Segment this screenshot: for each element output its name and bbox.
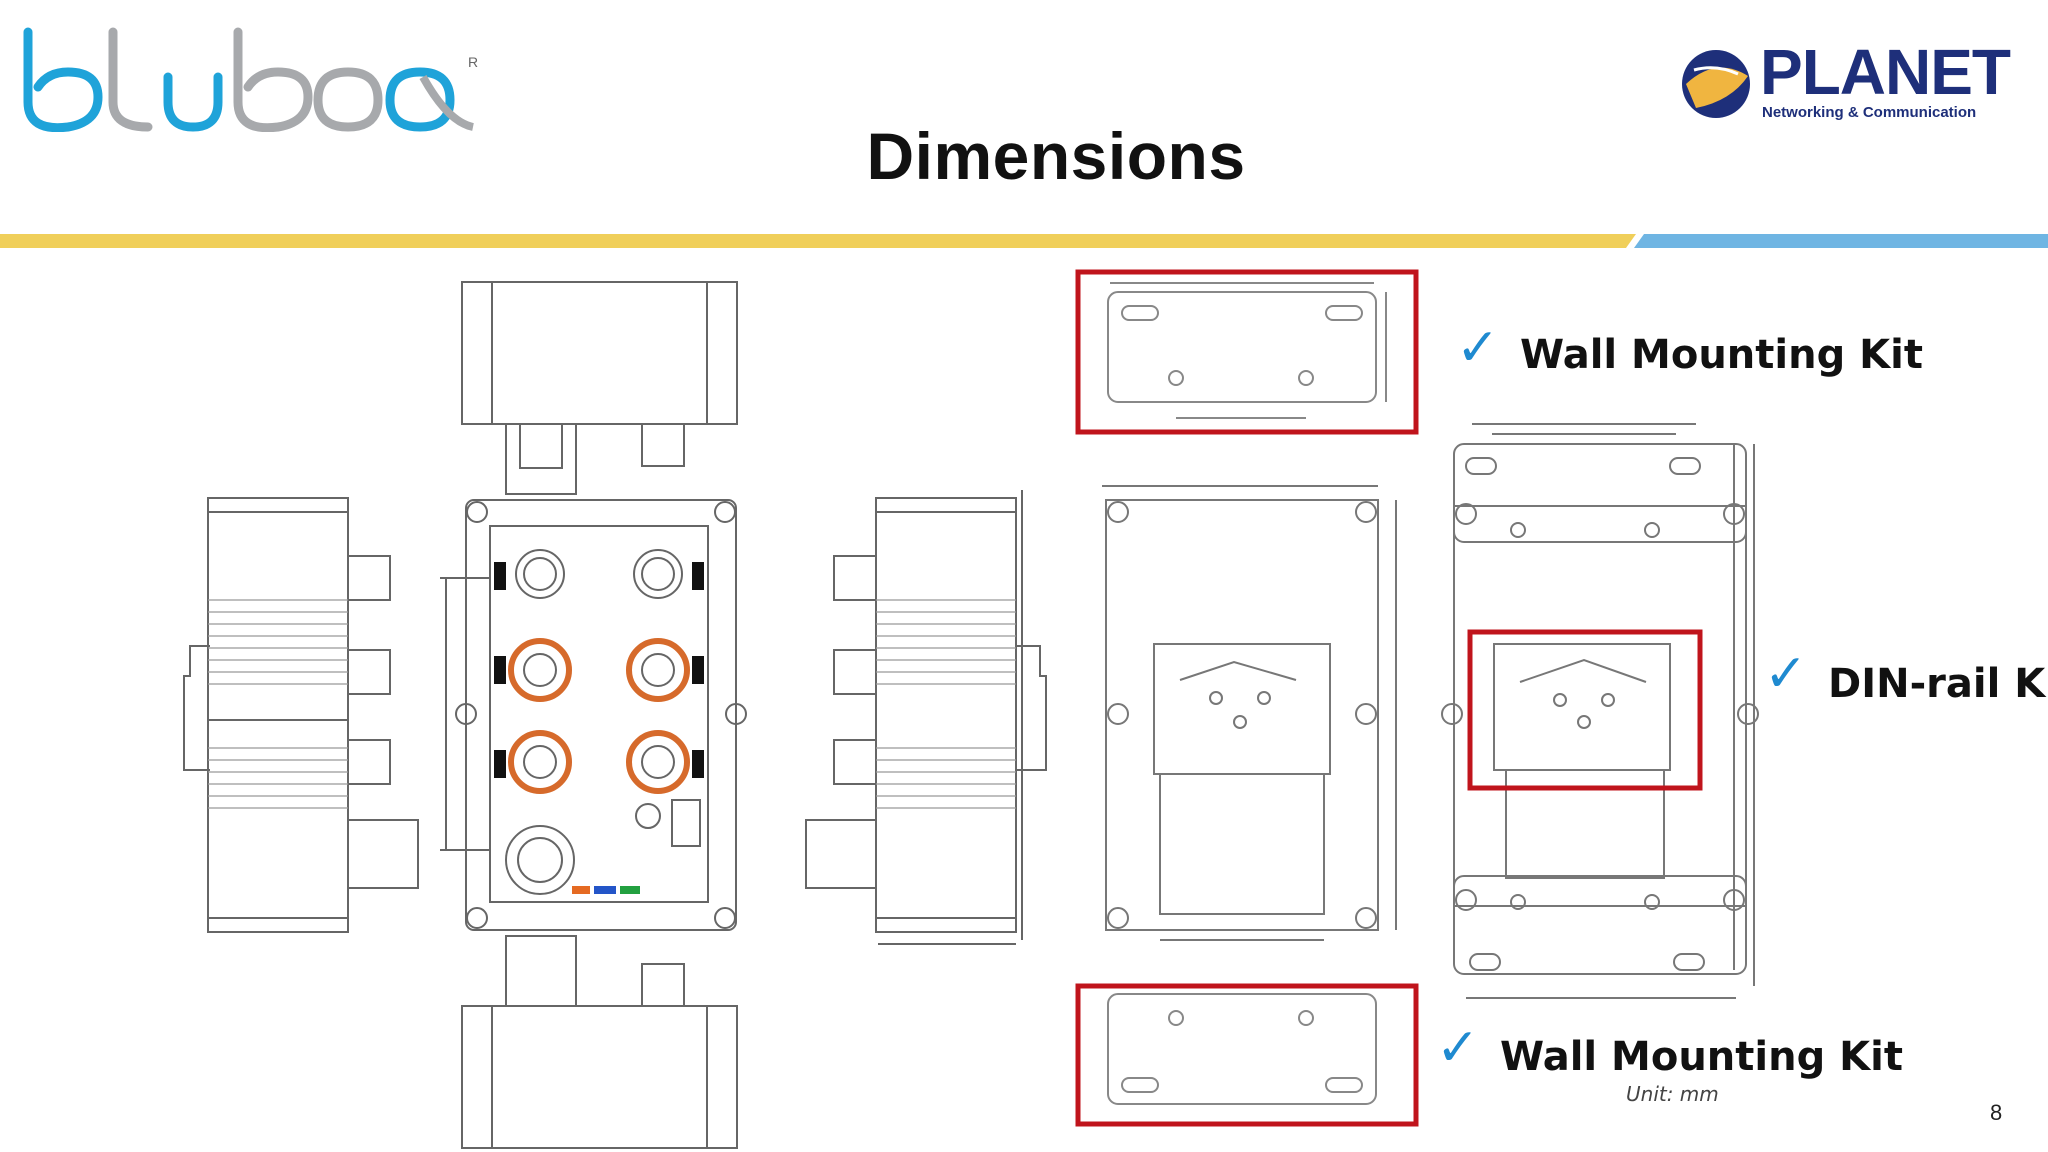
slide-title: Dimensions bbox=[866, 119, 1246, 193]
check-icon: ✓ bbox=[1436, 1018, 1480, 1078]
dimension-drawing bbox=[183, 269, 1759, 1149]
bluboox-logo: R bbox=[23, 27, 478, 132]
unit-note: Unit: mm bbox=[1626, 1082, 1719, 1106]
svg-text:R: R bbox=[468, 54, 478, 70]
planet-logo-text: PLANET bbox=[1760, 36, 2011, 108]
wall-mounting-kit-label-top: Wall Mounting Kit bbox=[1520, 332, 1923, 378]
page-number: 8 bbox=[1990, 1100, 2003, 1125]
check-icon: ✓ bbox=[1764, 644, 1808, 704]
din-rail-kit-label: DIN-rail Kit bbox=[1828, 661, 2048, 707]
check-icon: ✓ bbox=[1456, 318, 1500, 378]
wall-mounting-kit-label-bottom: Wall Mounting Kit bbox=[1500, 1034, 1903, 1080]
accent-band bbox=[0, 234, 2048, 248]
planet-globe-icon bbox=[1682, 50, 1750, 118]
planet-logo-tagline: Networking & Communication bbox=[1762, 104, 1977, 121]
